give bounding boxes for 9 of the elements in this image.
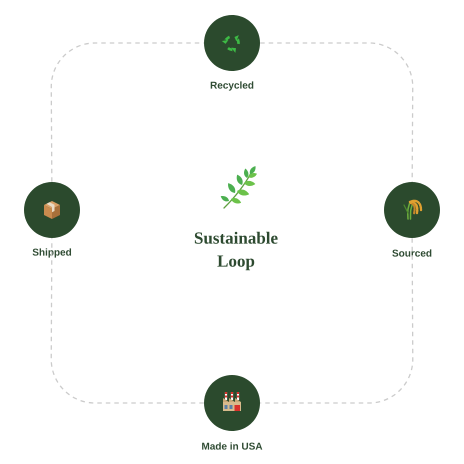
node-label: Shipped <box>32 248 72 258</box>
node-label: Sourced <box>392 249 432 257</box>
dashed-line <box>50 238 204 404</box>
node-label: Recycled <box>210 81 254 91</box>
dashed-line <box>260 238 414 404</box>
node-label: Made in USA <box>202 442 262 450</box>
dashed-line <box>50 42 204 182</box>
title: Sustainable Loop <box>194 232 278 270</box>
dashed-line <box>260 42 414 182</box>
